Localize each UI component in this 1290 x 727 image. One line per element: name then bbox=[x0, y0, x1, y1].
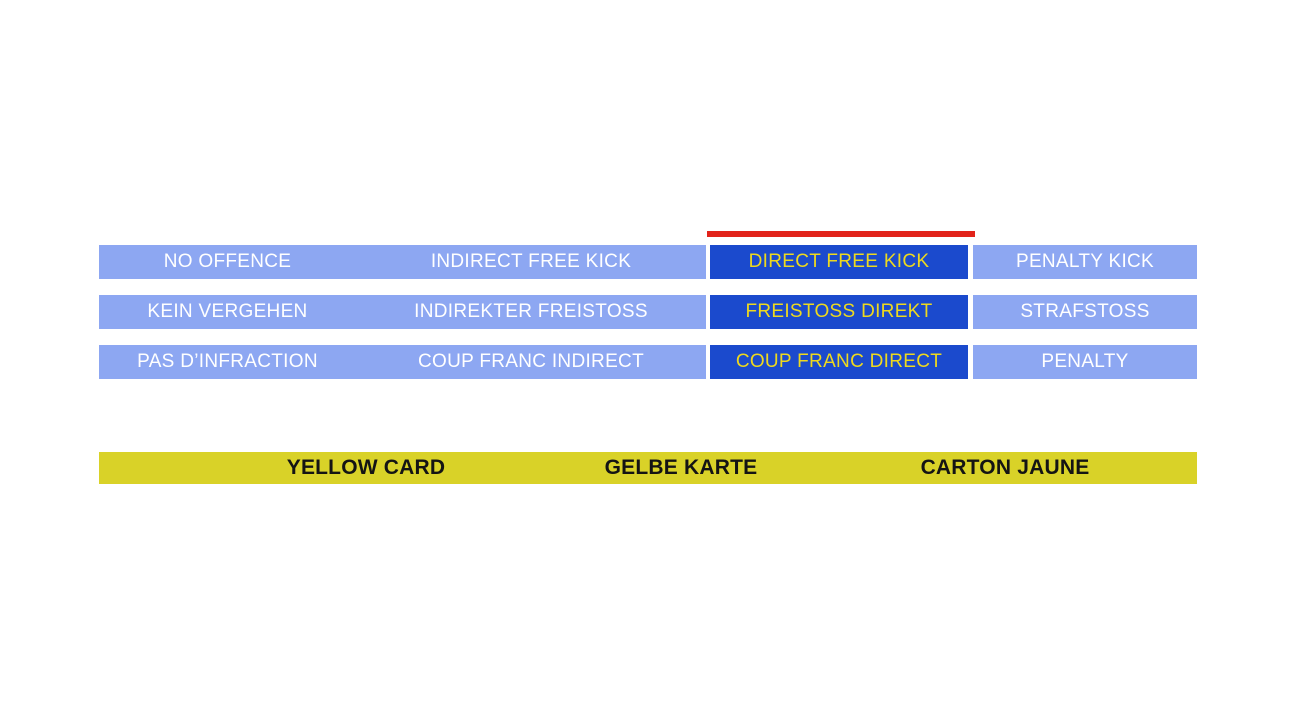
option-indirekter-freistoss[interactable]: INDIREKTER FREISTOSS bbox=[356, 295, 706, 329]
selected-column-indicator bbox=[707, 231, 975, 237]
option-no-offence[interactable]: NO OFFENCE bbox=[99, 245, 356, 279]
yellow-card-bar[interactable]: YELLOW CARD GELBE KARTE CARTON JAUNE bbox=[99, 452, 1197, 484]
yellow-card-label-german: GELBE KARTE bbox=[604, 456, 758, 479]
option-penalty-kick[interactable]: PENALTY KICK bbox=[973, 245, 1197, 279]
option-kein-vergehen[interactable]: KEIN VERGEHEN bbox=[99, 295, 356, 329]
option-freistoss-direkt[interactable]: FREISTOSS DIREKT bbox=[710, 295, 968, 329]
option-pas-dinfraction[interactable]: PAS D’INFRACTION bbox=[99, 345, 356, 379]
option-direct-free-kick[interactable]: DIRECT FREE KICK bbox=[710, 245, 968, 279]
option-coup-franc-direct[interactable]: COUP FRANC DIRECT bbox=[710, 345, 968, 379]
option-indirect-free-kick[interactable]: INDIRECT FREE KICK bbox=[356, 245, 706, 279]
yellow-card-label-english: YELLOW CARD bbox=[286, 456, 446, 479]
option-coup-franc-indirect[interactable]: COUP FRANC INDIRECT bbox=[356, 345, 706, 379]
option-strafstoss[interactable]: STRAFSTOSS bbox=[973, 295, 1197, 329]
option-penalty[interactable]: PENALTY bbox=[973, 345, 1197, 379]
yellow-card-label-french: CARTON JAUNE bbox=[920, 456, 1090, 479]
